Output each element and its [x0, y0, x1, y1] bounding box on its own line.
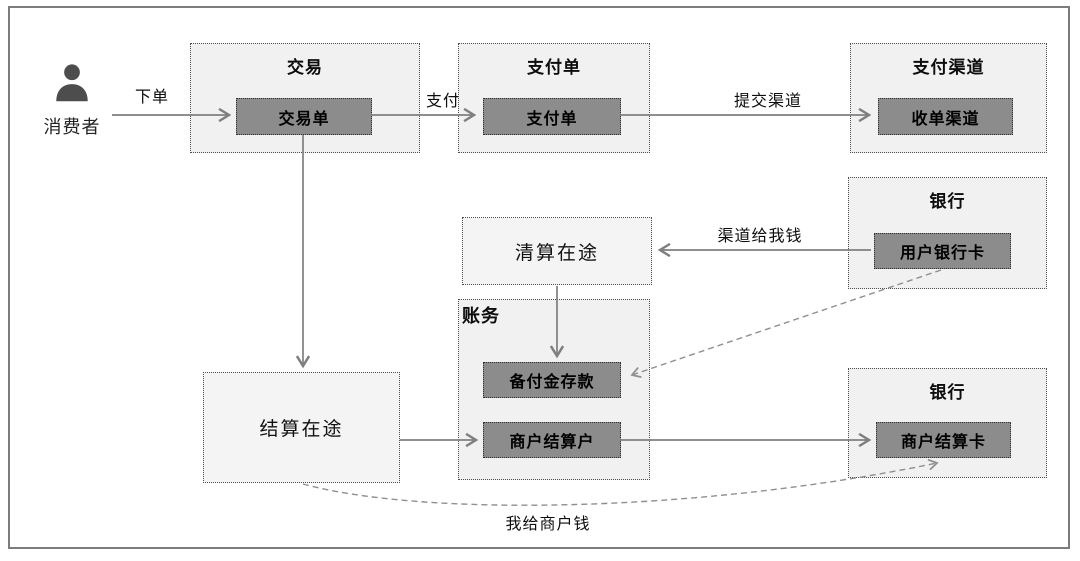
group-accounting-title: 账务 [462, 306, 500, 326]
person-icon [56, 64, 88, 102]
edge-label-pay: 支付 [425, 93, 461, 110]
group-bank-user-title: 银行 [929, 192, 966, 211]
node-merchant-settle-card: 商户结算卡 [876, 422, 1011, 458]
node-merchant-settle-account: 商户结算户 [483, 422, 621, 458]
group-accounting: 账务 备付金存款 商户结算户 [458, 299, 650, 480]
node-payment-order: 支付单 [483, 98, 621, 135]
edge-label-place-order: 下单 [134, 89, 170, 106]
group-bank-merchant: 银行 商户结算卡 [848, 368, 1047, 478]
node-acquiring-channel: 收单渠道 [878, 98, 1013, 135]
group-trade: 交易 交易单 [190, 43, 420, 153]
group-payment-order: 支付单 支付单 [458, 43, 650, 153]
group-bank-user: 银行 用户银行卡 [848, 177, 1047, 289]
group-payment-order-title: 支付单 [527, 58, 581, 77]
group-bank-merchant-title: 银行 [929, 383, 966, 402]
diagram-frame [8, 6, 1070, 549]
group-payment-channel-title: 支付渠道 [912, 58, 985, 77]
node-trade-order: 交易单 [236, 98, 372, 135]
group-payment-channel: 支付渠道 收单渠道 [850, 43, 1047, 153]
edge-label-i-pay-merchant: 我给商户钱 [505, 516, 591, 533]
edge-label-channel-pays-me: 渠道给我钱 [717, 228, 803, 245]
actor-label: 消费者 [43, 117, 101, 137]
edge-label-submit-channel: 提交渠道 [733, 93, 803, 110]
node-settlement-transit: 结算在途 [203, 372, 400, 483]
node-clearing-transit: 清算在途 [462, 217, 652, 285]
node-reserve-deposit: 备付金存款 [483, 362, 621, 398]
node-user-bank-card: 用户银行卡 [874, 233, 1011, 269]
actor-consumer: 消费者 [24, 60, 120, 139]
group-trade-title: 交易 [287, 58, 323, 77]
